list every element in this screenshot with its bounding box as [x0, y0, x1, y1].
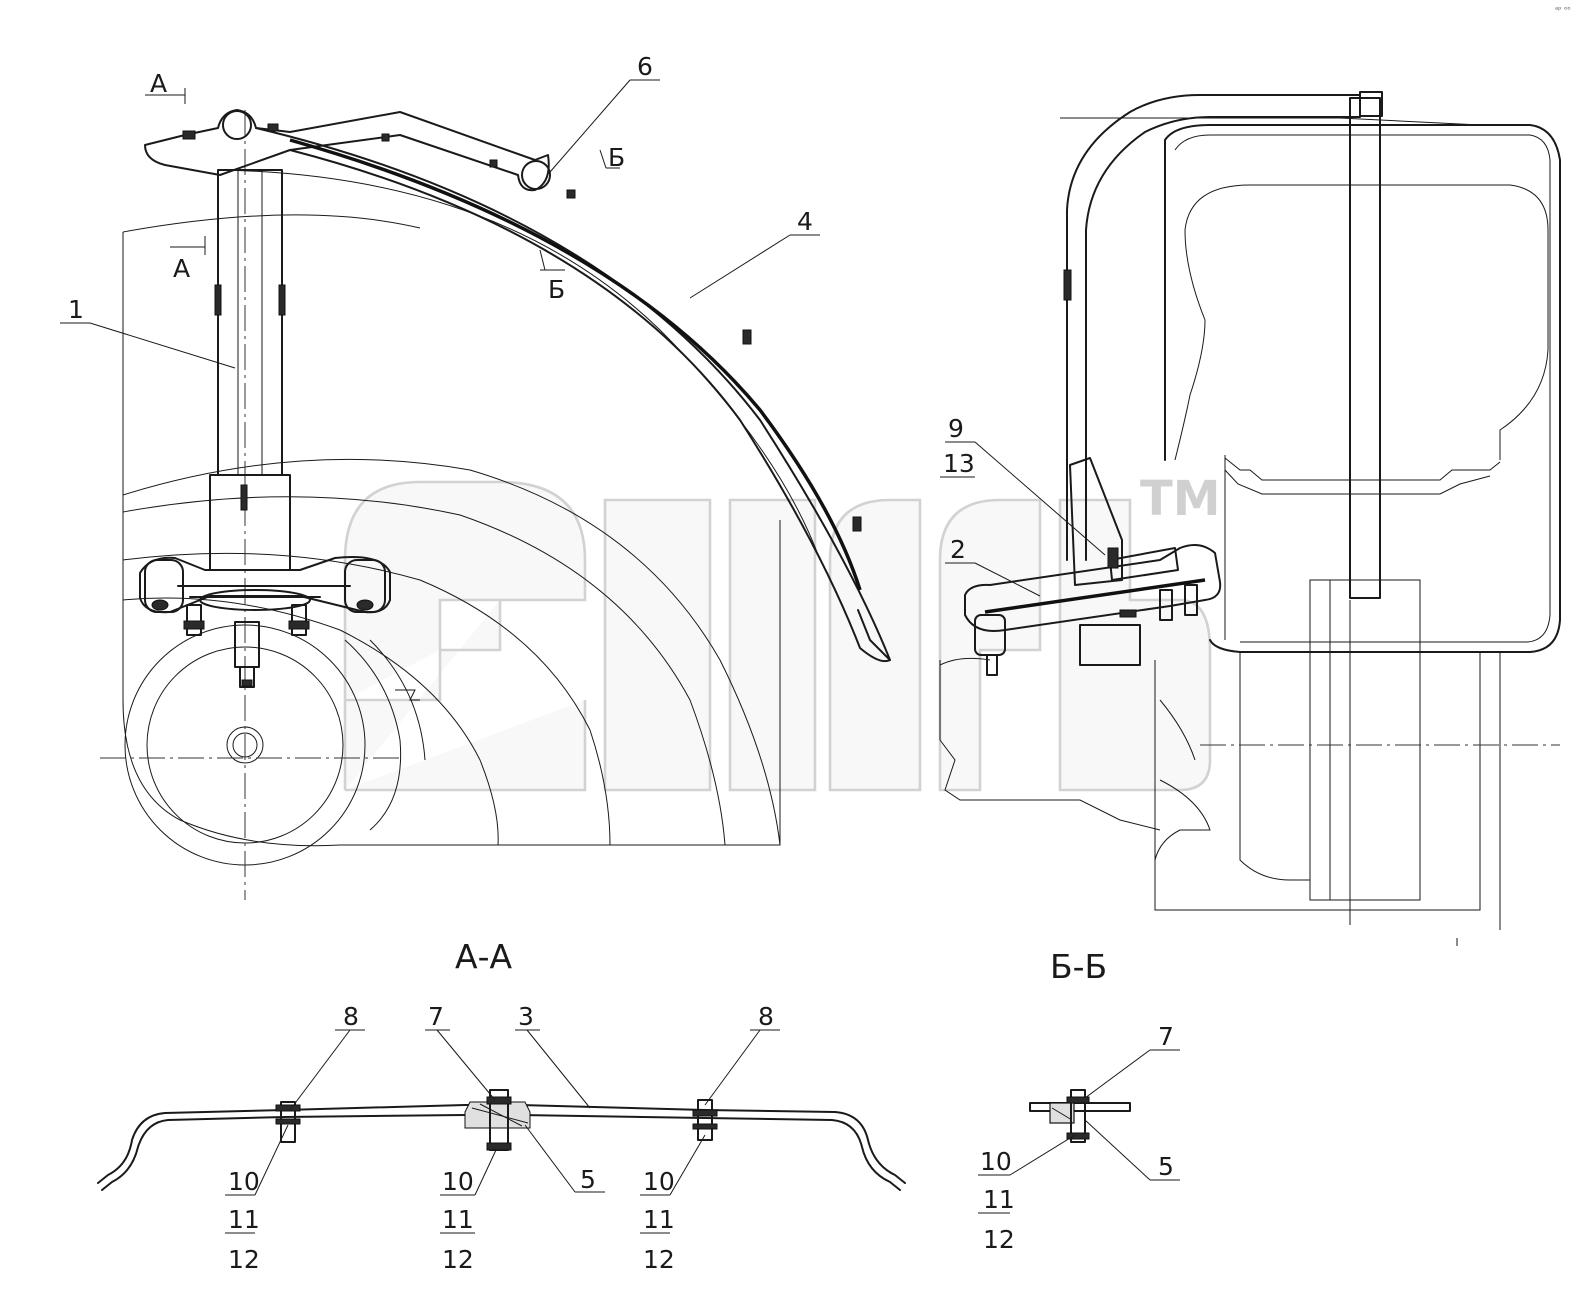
section-title-bb: Б-Б: [1050, 947, 1107, 986]
section-aa: А-А 8 7 3 8 5 10 11: [97, 937, 906, 1274]
aa-callout-11-center: 11: [442, 1205, 474, 1234]
bb-callout-10: 10: [980, 1147, 1012, 1176]
aa-callout-11-right: 11: [643, 1205, 675, 1234]
right-view: 9 13 2: [939, 91, 1561, 930]
callout-4: 4: [797, 207, 813, 236]
aa-callout-10-center: 10: [442, 1167, 474, 1196]
section-mark-a-bottom: А: [173, 254, 190, 283]
aa-callout-10-left: 10: [228, 1167, 260, 1196]
section-mark-a-top: А: [150, 69, 167, 98]
section-title-aa: А-А: [455, 937, 512, 976]
callout-9: 9: [948, 414, 964, 443]
aa-callout-12-left: 12: [228, 1245, 260, 1274]
bb-callout-5: 5: [1158, 1152, 1174, 1181]
bb-callout-11: 11: [983, 1185, 1015, 1214]
aa-callout-5: 5: [580, 1165, 596, 1194]
aa-callout-3: 3: [518, 1002, 534, 1031]
corner-mark: ᵃᵖ ᵒᵒ: [1555, 5, 1571, 14]
section-bb: Б-Б 7 5 10 11 12: [978, 947, 1180, 1254]
section-mark-b-top: Б: [608, 143, 625, 172]
aa-callout-11-left: 11: [228, 1205, 260, 1234]
aa-callout-10-right: 10: [643, 1167, 675, 1196]
callout-13: 13: [943, 449, 975, 478]
aa-callout-8-right: 8: [758, 1002, 774, 1031]
left-view: А А Б Б 1 6 4: [60, 52, 891, 900]
aa-callout-12-center: 12: [442, 1245, 474, 1274]
aa-callout-8-left: 8: [343, 1002, 359, 1031]
aa-callout-7: 7: [428, 1002, 444, 1031]
section-mark-b-bottom: Б: [548, 275, 565, 304]
aa-callout-12-right: 12: [643, 1245, 675, 1274]
bb-callout-7: 7: [1158, 1022, 1174, 1051]
callout-1: 1: [68, 295, 84, 324]
bb-callout-12: 12: [983, 1225, 1015, 1254]
watermark-tm: TM: [1140, 471, 1221, 527]
watermark-logo: TM: [343, 471, 1221, 792]
callout-2: 2: [950, 535, 966, 564]
callout-6: 6: [637, 52, 653, 81]
